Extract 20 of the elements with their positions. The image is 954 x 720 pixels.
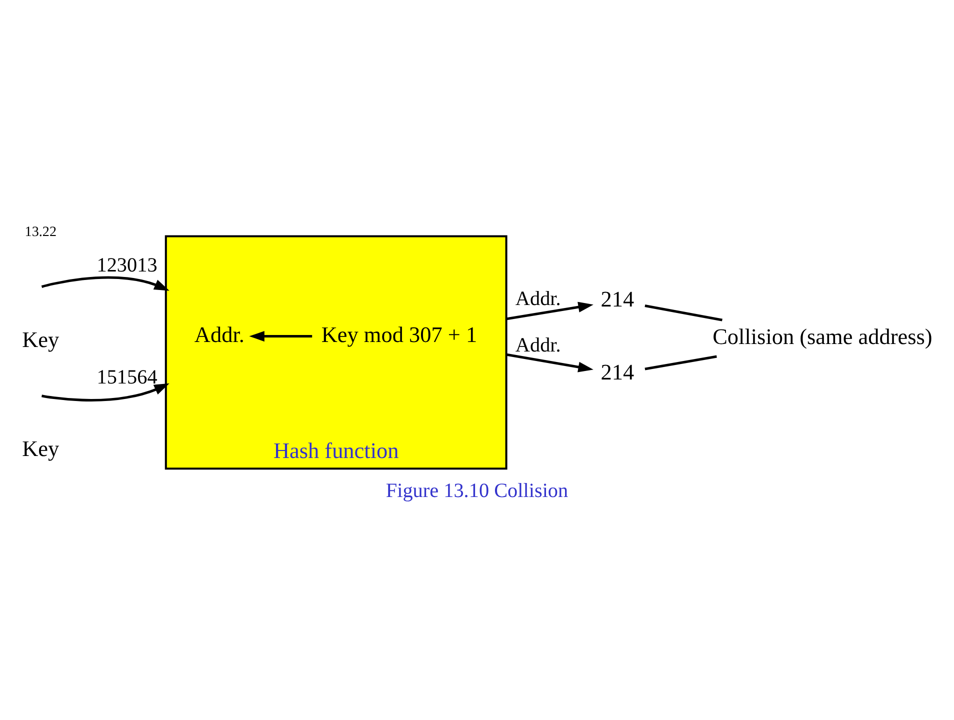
arrow bbox=[506, 352, 594, 372]
connector bbox=[644, 354, 717, 370]
arrow bbox=[42, 382, 170, 401]
edge-label: Addr. bbox=[515, 334, 561, 356]
arrow bbox=[249, 330, 312, 342]
node-text: 214 bbox=[600, 286, 634, 312]
label: Key bbox=[22, 326, 60, 352]
node-text: 214 bbox=[600, 358, 634, 384]
arrow bbox=[41, 276, 170, 290]
node-text: Addr. bbox=[194, 321, 244, 346]
node-text: Key mod 307 + 1 bbox=[321, 321, 478, 346]
edge-label: Addr. bbox=[515, 287, 561, 310]
label: Key bbox=[22, 436, 60, 461]
connector bbox=[644, 304, 722, 321]
edge-label: 151564 bbox=[96, 366, 158, 388]
arrow bbox=[506, 301, 594, 320]
edge-label: 123013 bbox=[96, 254, 158, 276]
node-text: Collision (same address) bbox=[712, 323, 932, 348]
caption: Figure 13.10 Collision bbox=[386, 479, 568, 502]
label: 13.22 bbox=[24, 223, 57, 240]
